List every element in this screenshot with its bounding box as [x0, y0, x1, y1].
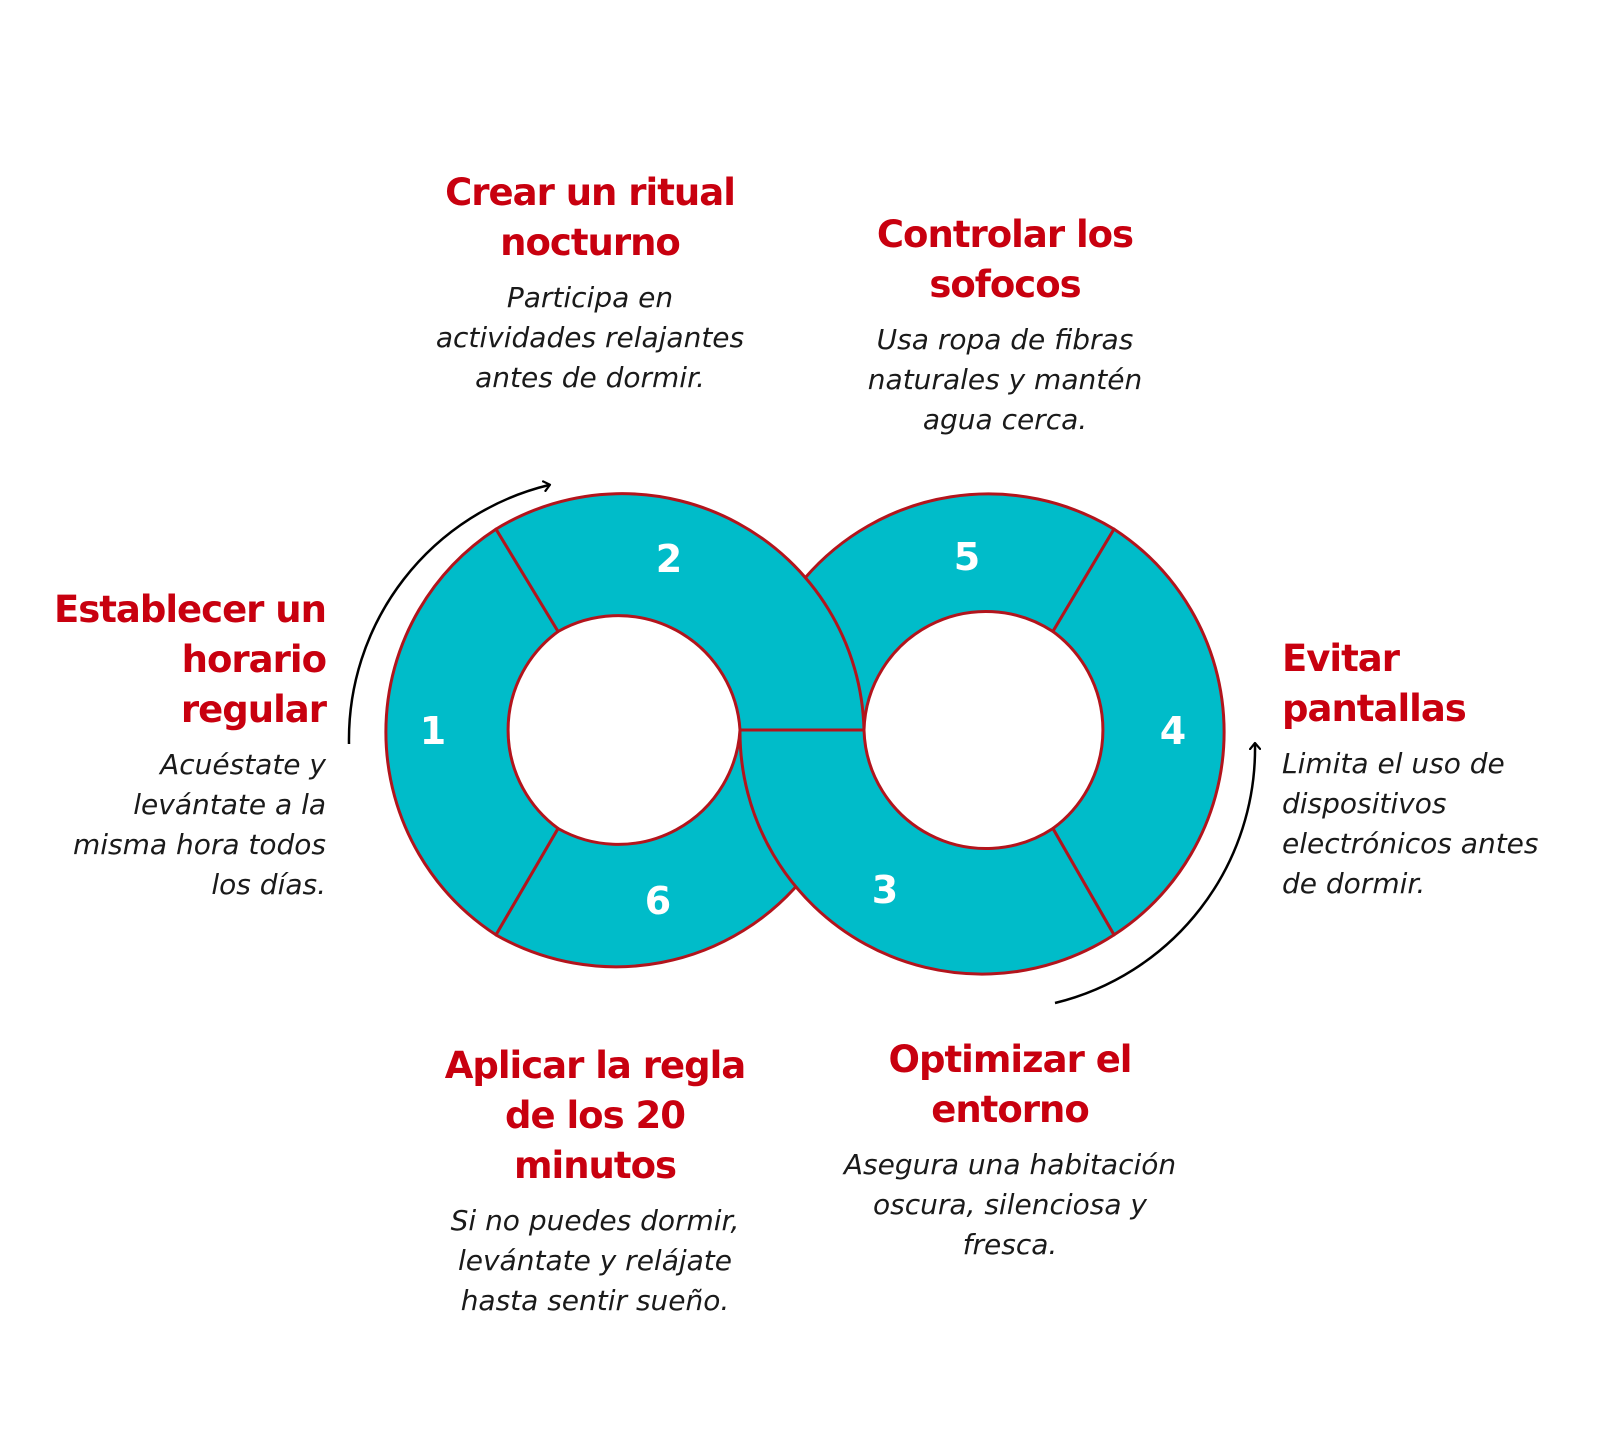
flow-arrow-left: [347, 485, 549, 745]
step-6-block: Aplicar la regla de los 20 minutos Si no…: [425, 1041, 765, 1321]
segment-1: [384, 527, 560, 937]
step-2-block: Crear un ritual nocturno Participa en ac…: [430, 168, 750, 398]
step-number-1: 1: [420, 709, 446, 753]
step-number-3: 3: [872, 868, 898, 912]
step-3-block: Optimizar el entorno Asegura una habitac…: [840, 1035, 1180, 1265]
step-number-6: 6: [645, 879, 671, 923]
step-2-description: Participa en actividades relajantes ante…: [435, 281, 745, 394]
step-5-title: Controlar los sofocos: [876, 213, 1134, 306]
step-5-block: Controlar los sofocos Usa ropa de fibras…: [835, 210, 1175, 440]
step-4-title: Evitar pantallas: [1282, 637, 1467, 730]
step-3-title: Optimizar el entorno: [888, 1038, 1133, 1131]
step-1-description: Acuéstate y levántate a la misma hora to…: [72, 748, 326, 901]
segment-6: [494, 728, 807, 969]
segment-4: [1051, 527, 1226, 937]
segment-3: [738, 728, 1116, 976]
step-4-block: Evitar pantallas Limita el uso de dispos…: [1282, 634, 1582, 904]
step-number-2: 2: [656, 537, 682, 581]
step-number-4: 4: [1160, 709, 1186, 753]
step-2-title: Crear un ritual nocturno: [445, 171, 736, 264]
step-1-title: Establecer un horario regular: [53, 588, 327, 731]
step-4-description: Limita el uso de dispositivos electrónic…: [1282, 747, 1539, 900]
step-1-block: Establecer un horario regular Acuéstate …: [40, 585, 327, 905]
step-3-description: Asegura una habitación oscura, silencios…: [843, 1148, 1177, 1261]
step-6-title: Aplicar la regla de los 20 minutos: [444, 1044, 747, 1187]
segment-2: [494, 492, 866, 732]
flow-arrow-right: [1054, 744, 1255, 1005]
step-6-description: Si no puedes dormir, levántate y relájat…: [450, 1204, 740, 1317]
step-number-5: 5: [954, 535, 980, 579]
step-5-description: Usa ropa de fibras naturales y mantén ag…: [867, 323, 1143, 436]
